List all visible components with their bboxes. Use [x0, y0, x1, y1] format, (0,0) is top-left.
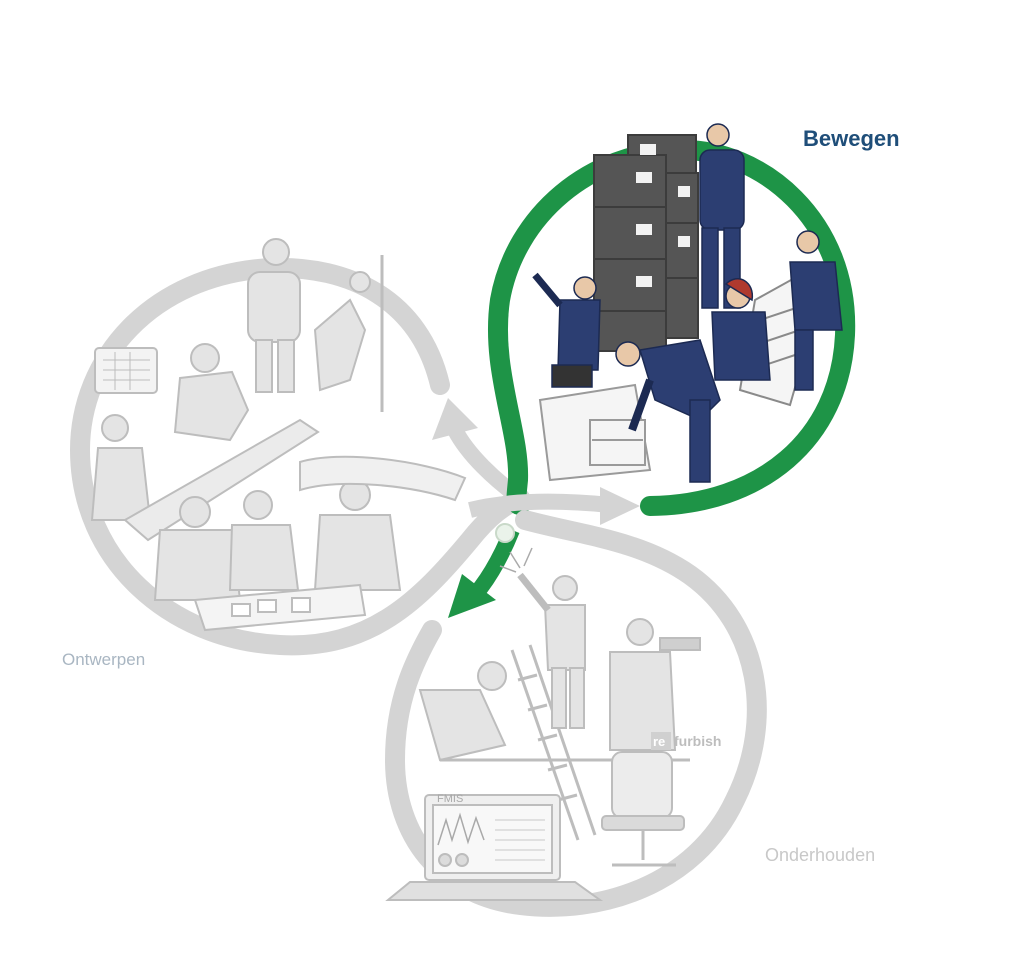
presenter-body — [247, 271, 301, 343]
arrow-right-head — [600, 487, 640, 525]
design-illustration — [90, 238, 467, 632]
label-ontwerpen[interactable]: Ontwerpen — [62, 650, 146, 669]
label-onderhouden[interactable]: Onderhouden — [765, 845, 876, 865]
office-chair — [601, 751, 685, 867]
arrow-right-icon — [468, 493, 611, 518]
laptop-screen-title: FMIS — [437, 793, 463, 805]
presenter-head — [262, 238, 290, 266]
worker-head — [706, 123, 730, 147]
arrow-down-left-head — [448, 574, 496, 618]
crate-stack — [593, 134, 699, 352]
refurbish-logo: re furbish — [651, 732, 721, 750]
refurbish-prefix: re — [653, 734, 665, 749]
maintain-loop — [384, 510, 767, 917]
laptop — [385, 794, 604, 901]
ladder — [510, 644, 597, 841]
crossing-node — [495, 523, 515, 543]
arrow-up-head — [432, 398, 478, 440]
workers — [532, 123, 843, 483]
label-bewegen[interactable]: Bewegen — [803, 126, 900, 151]
arrow-right-group — [468, 487, 640, 525]
drawer-cabinet — [538, 383, 652, 482]
refurbish-logo-box — [651, 732, 671, 750]
maintain-illustration — [385, 547, 701, 901]
move-illustration — [532, 123, 843, 483]
sparks — [499, 547, 533, 573]
refurbish-word: furbish — [674, 733, 721, 749]
